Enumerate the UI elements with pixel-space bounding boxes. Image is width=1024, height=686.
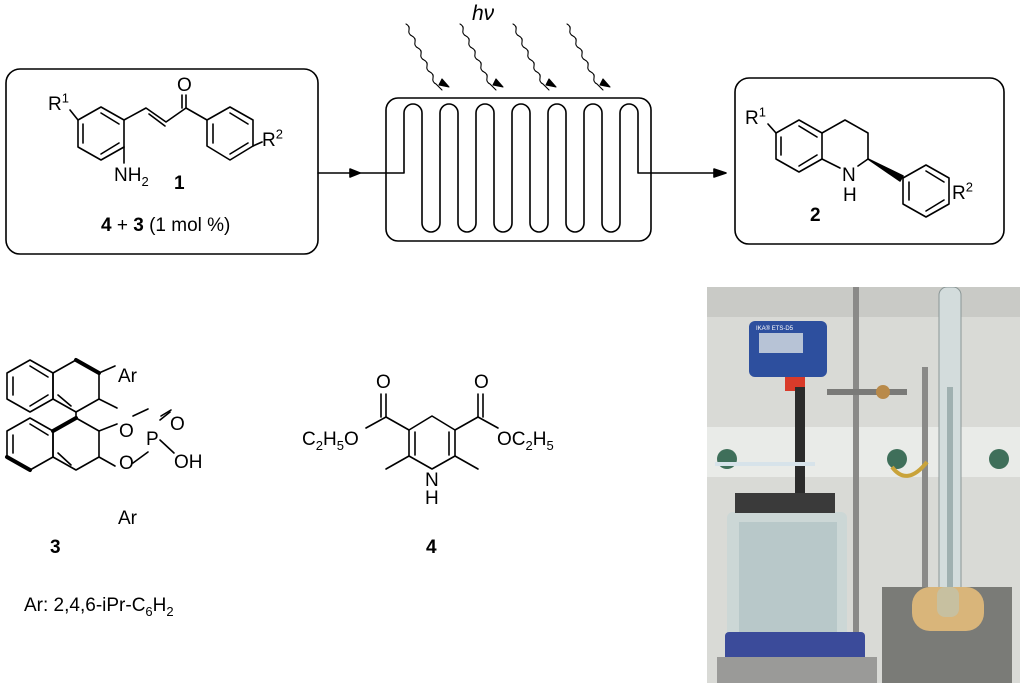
catalyst-o-lower: O xyxy=(119,453,134,474)
catalyst-binol-structure xyxy=(5,358,175,472)
catalyst-ar-top: Ar xyxy=(118,366,137,387)
rg-sub2: 2 xyxy=(525,437,533,453)
product-aryl-ring xyxy=(902,164,950,218)
r1-text: R xyxy=(48,94,62,115)
rg-oc: OC xyxy=(497,429,526,450)
substrate-compound-number: 1 xyxy=(174,173,185,194)
product-box xyxy=(734,77,1005,245)
nh-text: NH xyxy=(114,165,142,186)
hantzsch-nh-h: H xyxy=(425,488,439,509)
product-r2-label: R2 xyxy=(952,181,973,204)
catalyst-p-oxo: O xyxy=(170,414,185,435)
rg-sub5: 5 xyxy=(546,437,554,453)
catalyst-ar-definition: Ar: 2,4,6-iPr-C6H2 xyxy=(24,595,174,618)
ar-def-text: Ar: 2,4,6-iPr-C xyxy=(24,595,146,616)
p-r2-sup: 2 xyxy=(965,179,973,195)
cond-cat-b: 3 xyxy=(133,215,144,236)
substrate-carbonyl-o: O xyxy=(177,75,192,96)
p-r1-sup: 1 xyxy=(758,104,766,120)
catalyst-compound-number: 3 xyxy=(50,537,61,558)
serpentine-channel xyxy=(359,103,715,233)
hantzsch-left-group: C2H5O xyxy=(302,429,359,452)
product-nh-n: N xyxy=(842,165,856,186)
r1-sup: 1 xyxy=(61,90,69,106)
cond-cat-a: 4 xyxy=(101,215,112,236)
hantzsch-nh-n: N xyxy=(425,470,439,491)
flow-reactor-box xyxy=(385,97,652,242)
hantzsch-ester-o-right: O xyxy=(474,372,489,393)
lg-o: O xyxy=(343,429,359,450)
substrate-box xyxy=(5,68,319,255)
ar-def-h: H xyxy=(152,595,167,616)
reactor-photo: IKA® ETS-D5 xyxy=(707,287,1020,683)
hantzsch-compound-number: 4 xyxy=(426,537,437,558)
hantzsch-right-group: OC2H5 xyxy=(497,429,554,452)
catalyst-p-atom: P xyxy=(146,429,159,450)
cond-loading: (1 mol %) xyxy=(143,215,231,236)
catalyst-o-upper: O xyxy=(119,421,134,442)
substrate-r1-label: R1 xyxy=(48,92,69,115)
reactor-photo-drawing: IKA® ETS-D5 xyxy=(707,287,1020,683)
reaction-conditions: 4 + 3 (1 mol %) xyxy=(101,216,230,235)
lg-sub2: 2 xyxy=(315,437,323,453)
ar-def-sub6: 6 xyxy=(145,603,153,619)
hantzsch-ester-structure xyxy=(365,393,499,470)
rg-h: H xyxy=(532,429,547,450)
lg-c: C xyxy=(302,429,316,450)
p-r1-text: R xyxy=(745,108,759,129)
r2-sup: 2 xyxy=(275,126,283,142)
nh2-sub: 2 xyxy=(141,173,149,189)
substrate-enone-chain xyxy=(123,107,208,123)
p-r2-text: R xyxy=(952,183,966,204)
product-r1-label: R1 xyxy=(745,106,766,129)
stereo-wedge xyxy=(867,158,904,182)
light-label: hν xyxy=(472,2,495,25)
lg-sub5: 5 xyxy=(336,437,344,453)
cond-plus: + xyxy=(111,215,134,236)
catalyst-ar-bottom: Ar xyxy=(118,508,137,529)
ar-def-sub2: 2 xyxy=(166,603,174,619)
light-wavy-arrows xyxy=(405,23,611,91)
substrate-aniline-ring xyxy=(77,106,125,161)
substrate-r2-label: R2 xyxy=(262,128,283,151)
hantzsch-ester-o-left: O xyxy=(376,372,391,393)
catalyst-p-oh: OH xyxy=(174,452,203,473)
stirrer-device-label: IKA® ETS-D5 xyxy=(756,325,794,332)
substrate-aryl-ring xyxy=(206,106,254,161)
product-compound-number: 2 xyxy=(810,205,821,226)
lg-h: H xyxy=(322,429,337,450)
substrate-amine-label: NH2 xyxy=(114,165,149,188)
product-nh-h: H xyxy=(843,185,857,206)
r2-text: R xyxy=(262,130,276,151)
